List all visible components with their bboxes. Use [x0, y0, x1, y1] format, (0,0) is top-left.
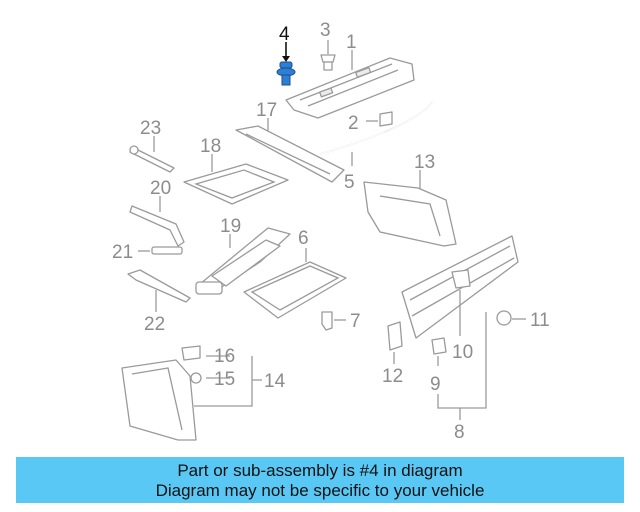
label-part-17[interactable]: 17 [256, 100, 277, 121]
label-part-15[interactable]: 15 [214, 369, 235, 390]
label-part-10[interactable]: 10 [452, 342, 473, 363]
label-part-7[interactable]: 7 [350, 311, 361, 332]
banner-line-1: Part or sub-assembly is #4 in diagram [177, 461, 463, 480]
label-part-22[interactable]: 22 [144, 314, 165, 335]
label-part-8[interactable]: 8 [454, 422, 465, 443]
label-part-2[interactable]: 2 [348, 113, 359, 134]
banner-line-2: Diagram may not be specific to your vehi… [155, 481, 485, 500]
info-banner: Part or sub-assembly is #4 in diagram Di… [16, 457, 624, 503]
label-part-14[interactable]: 14 [264, 371, 286, 392]
label-part-13[interactable]: 13 [414, 152, 435, 173]
label-part-9[interactable]: 9 [430, 374, 441, 395]
parts-diagram: 4 3 1 2 5 17 18 23 20 21 22 19 [112, 20, 550, 443]
label-part-5[interactable]: 5 [344, 172, 355, 193]
label-part-16[interactable]: 16 [214, 346, 235, 367]
label-part-6[interactable]: 6 [298, 228, 309, 249]
label-part-21[interactable]: 21 [112, 242, 133, 263]
label-part-20[interactable]: 20 [150, 178, 171, 199]
label-part-1[interactable]: 1 [346, 32, 357, 53]
part-4-clip[interactable] [276, 42, 296, 86]
label-part-18[interactable]: 18 [200, 136, 221, 157]
label-part-11[interactable]: 11 [530, 310, 550, 331]
label-part-23[interactable]: 23 [140, 118, 161, 139]
label-part-3[interactable]: 3 [320, 20, 331, 41]
label-part-4[interactable]: 4 [279, 24, 290, 45]
label-part-19[interactable]: 19 [220, 216, 241, 237]
label-part-12[interactable]: 12 [382, 366, 403, 387]
